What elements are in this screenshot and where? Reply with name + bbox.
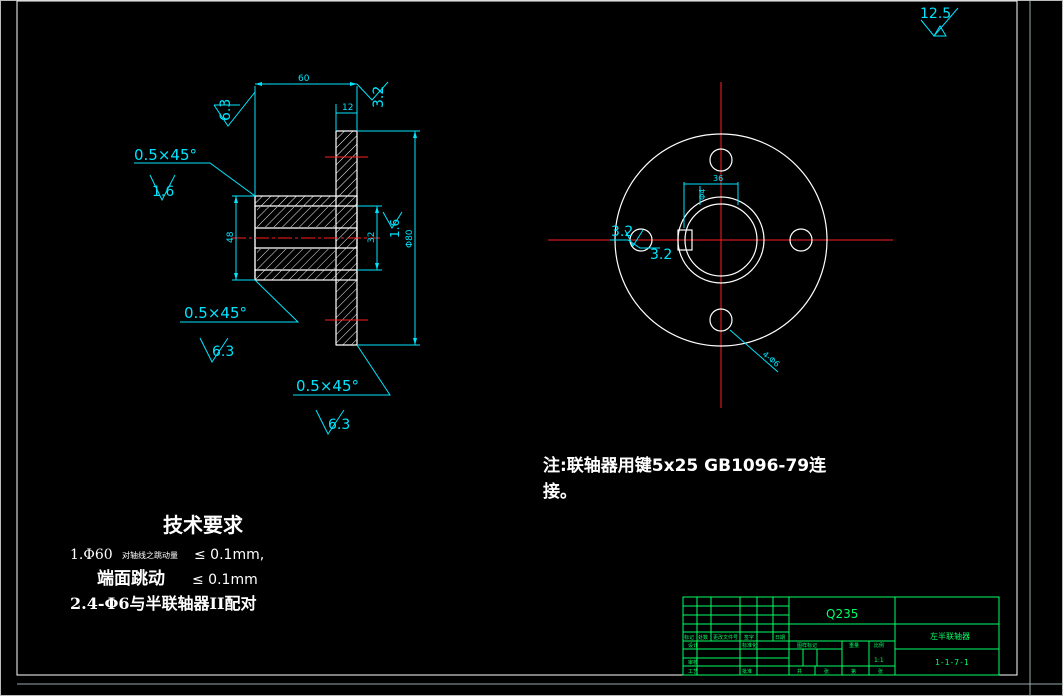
title-block xyxy=(682,596,1000,676)
tb-label-sign: 签字 xyxy=(744,634,754,641)
roughness-right-face: 3.2 xyxy=(371,86,387,108)
tb-label-sheets-2: 张 xyxy=(878,668,883,675)
global-roughness-symbol xyxy=(920,7,959,37)
chamfer-2-label: 0.5×45° xyxy=(184,304,247,322)
tb-label-total: 共 xyxy=(797,668,802,675)
requirement-1b-label: 端面跳动 xyxy=(97,568,165,589)
tb-label-mark: 标记 xyxy=(684,634,694,641)
dim-flange: 12 xyxy=(342,103,353,113)
tb-label-review: 审核 xyxy=(688,659,698,666)
title-block-text: Q235 左半联轴器 1-1-7-1 1:1 标记 处数 更改文件号 签字 日期… xyxy=(684,607,970,675)
requirements-title: 技术要求 xyxy=(163,513,244,537)
tb-label-no: 第 xyxy=(851,668,856,675)
tb-label-standard: 标准化 xyxy=(742,642,757,649)
chamfer-3-label: 0.5×45° xyxy=(296,377,359,395)
material: Q235 xyxy=(826,607,858,621)
chamfer-2-finish: 6.3 xyxy=(212,344,234,360)
tb-label-scale: 比例 xyxy=(874,642,884,649)
tb-label-drawing-mark: 图样标记 xyxy=(797,642,817,649)
tb-label-process: 工艺 xyxy=(688,669,698,675)
requirement-1b-value: ≤ 0.1mm xyxy=(192,572,258,588)
requirement-1-small: 对轴线之跳动量 xyxy=(122,550,178,560)
tb-label-approve: 批准 xyxy=(742,668,752,675)
scale: 1:1 xyxy=(874,657,884,664)
tb-label-weight: 重量 xyxy=(849,642,859,649)
tb-label-count: 处数 xyxy=(698,634,708,641)
tb-label-sheets-1: 张 xyxy=(824,668,829,675)
tb-label-change-doc: 更改文件号 xyxy=(713,634,738,641)
roughness-hole-left: 3.2 xyxy=(611,224,633,240)
dim-length: 60 xyxy=(298,74,310,84)
dim-bore-dia: 32 xyxy=(367,232,377,243)
dim-outer-dia: Φ80 xyxy=(405,229,415,248)
end-view: 36 Φ4 4-Φ6 3.2 3.2 xyxy=(548,82,893,408)
chamfer-1-finish: 1.6 xyxy=(152,184,174,200)
chamfer-3-finish: 6.3 xyxy=(328,417,350,433)
roughness-left-face: 6.3 xyxy=(218,99,234,121)
chamfer-1-label: 0.5×45° xyxy=(134,146,197,164)
part-name: 左半联轴器 xyxy=(930,631,970,641)
note-line-2: 接。 xyxy=(543,481,577,502)
global-roughness-label: 12.5 xyxy=(920,6,951,22)
dim-key-width: Φ4 xyxy=(698,189,707,200)
dim-hub-dia: 48 xyxy=(226,231,236,243)
tb-label-date: 日期 xyxy=(775,635,785,641)
requirement-2: 2.4-Φ6与半联轴器II配对 xyxy=(70,594,257,613)
requirement-1-value: ≤ 0.1mm, xyxy=(194,547,264,563)
technical-requirements: 技术要求 1.Φ60 对轴线之跳动量 ≤ 0.1mm, 端面跳动 ≤ 0.1mm… xyxy=(70,513,264,613)
note-line-1: 注:联轴器用键5x25 GB1096-79连 xyxy=(543,455,827,476)
section-view: 60 12 Φ80 32 48 6.3 3.2 1.6 0.5×45° 1.6 … xyxy=(134,74,420,435)
tb-label-design: 设计 xyxy=(688,642,698,649)
dim-keyway: 36 xyxy=(713,174,723,183)
drawing-number: 1-1-7-1 xyxy=(935,658,969,667)
requirement-1-prefix: 1.Φ60 xyxy=(70,547,113,563)
roughness-bore: 1.6 xyxy=(388,219,402,238)
roughness-hole-right: 3.2 xyxy=(650,247,672,263)
